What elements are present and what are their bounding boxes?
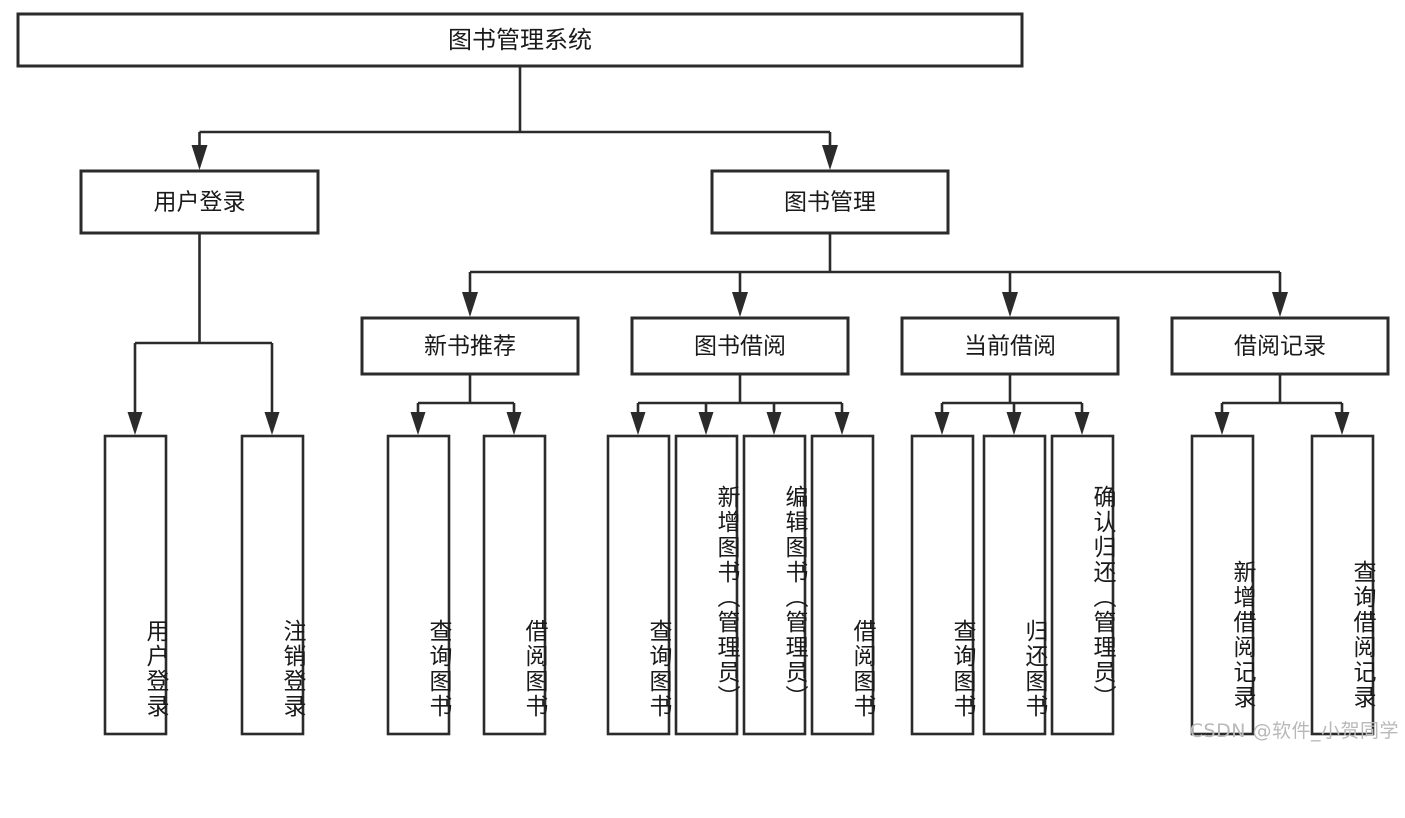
node-user-login[interactable]: 用户登录 [79, 169, 320, 235]
arrow-head-leaf-user-login [127, 412, 143, 435]
node-new-book-recommend-box[interactable] [360, 316, 580, 376]
flowchart-canvas: 图书管理系统 用户登录 图书管理 新书推荐 图书借阅 当前借阅 借阅记录 [16, 12, 1399, 742]
leaf-box-return-book[interactable] [982, 434, 1047, 736]
node-user-login-box[interactable] [79, 169, 320, 235]
leaf-box-query-book-borrow[interactable] [606, 434, 671, 736]
arrow-head-book-borrow [732, 292, 748, 317]
leaf-box-query-borrow-record[interactable] [1310, 434, 1375, 736]
node-book-management[interactable]: 图书管理 [710, 169, 950, 235]
arrow-head-leaf-borrow-book-recommend [506, 412, 522, 435]
node-book-borrow[interactable]: 图书借阅 [630, 316, 850, 376]
arrow-head-user-login [191, 145, 208, 170]
node-borrow-record[interactable]: 借阅记录 [1170, 316, 1390, 376]
arrow-head-leaf-add-borrow-record [1214, 412, 1230, 435]
hierarchy-diagram: 图书管理系统 用户登录 图书管理 新书推荐 图书借阅 当前借阅 借阅记录 [16, 12, 1390, 736]
connector-group-borrowrecord-to-leaves [1214, 374, 1350, 435]
arrow-head-leaf-query-book-borrow [630, 412, 646, 435]
leaf-box-user-login[interactable] [103, 434, 168, 736]
arrow-head-new-book-recommend [462, 292, 478, 317]
connector-group-newbook-to-leaves [410, 374, 522, 435]
connector-group-bookborrow-to-leaves [630, 374, 850, 435]
node-root[interactable]: 图书管理系统 [16, 12, 1024, 68]
leaf-box-user-logout[interactable] [240, 434, 305, 736]
connector-group-userlogin-to-leaves [127, 233, 280, 435]
connector-group-bookmgmt-to-level3 [462, 233, 1288, 317]
node-current-borrow-box[interactable] [900, 316, 1120, 376]
arrow-head-leaf-borrow-book [834, 412, 850, 435]
arrow-head-leaf-query-borrow-record [1334, 412, 1350, 435]
node-root-box[interactable] [16, 12, 1024, 68]
leaf-box-confirm-return-admin[interactable] [1050, 434, 1115, 736]
arrow-head-leaf-edit-book-admin [766, 412, 782, 435]
node-book-borrow-label: 图书借阅 [694, 334, 786, 360]
arrow-head-book-management [822, 145, 838, 170]
node-borrow-record-label: 借阅记录 [1234, 334, 1326, 360]
arrow-head-leaf-confirm-return-admin [1074, 412, 1090, 435]
leaf-box-query-book-recommend[interactable] [386, 434, 451, 736]
node-book-borrow-box[interactable] [630, 316, 850, 376]
connector-group-root-to-level2 [191, 66, 838, 170]
connector-group-currentborrow-to-leaves [934, 374, 1090, 435]
leaf-box-borrow-book-recommend[interactable] [482, 434, 547, 736]
node-new-book-recommend[interactable]: 新书推荐 [360, 316, 580, 376]
csdn-watermark: CSDN @软件_小贺同学 [1189, 720, 1399, 742]
arrow-head-current-borrow [1002, 292, 1018, 317]
node-root-label: 图书管理系统 [448, 26, 592, 54]
arrow-head-leaf-user-logout [264, 412, 280, 435]
leaf-box-borrow-book[interactable] [810, 434, 875, 736]
leaf-box-edit-book-admin[interactable] [742, 434, 807, 736]
node-current-borrow-label: 当前借阅 [964, 334, 1056, 360]
node-current-borrow[interactable]: 当前借阅 [900, 316, 1120, 376]
leaf-box-add-borrow-record[interactable] [1190, 434, 1255, 736]
node-borrow-record-box[interactable] [1170, 316, 1390, 376]
arrow-head-leaf-query-book-recommend [410, 412, 426, 435]
arrow-head-leaf-query-book-current [934, 412, 950, 435]
leaf-box-add-book-admin[interactable] [674, 434, 739, 736]
node-book-management-label: 图书管理 [784, 190, 876, 216]
arrow-head-leaf-add-book-admin [698, 412, 714, 435]
node-new-book-recommend-label: 新书推荐 [424, 334, 516, 360]
arrow-head-borrow-record [1272, 292, 1288, 317]
leaf-box-query-book-current[interactable] [910, 434, 975, 736]
node-book-management-box[interactable] [710, 169, 950, 235]
arrow-head-leaf-return-book [1006, 412, 1022, 435]
node-user-login-label: 用户登录 [154, 190, 246, 216]
